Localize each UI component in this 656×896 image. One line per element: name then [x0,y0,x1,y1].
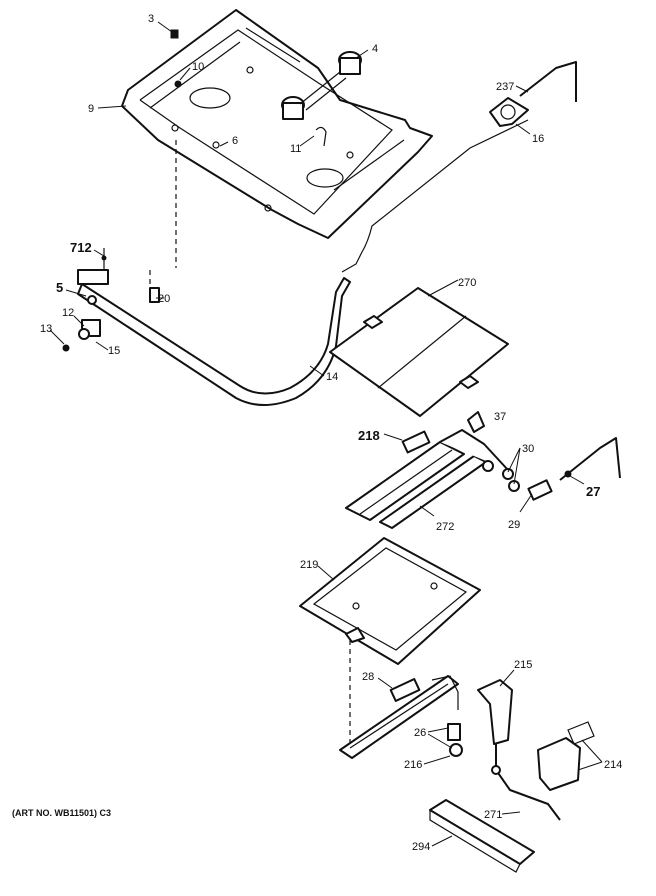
lower-burner-assembly [339,675,561,821]
callout-29: 29 [508,519,520,531]
gas-line-part-237 [489,61,577,127]
callout-20: 20 [158,293,170,305]
callout-28: 28 [362,671,374,683]
callout-27: 27 [586,484,600,499]
switch-part-214 [537,721,595,791]
callout-30: 30 [522,443,534,455]
callout-294: 294 [412,841,430,853]
callout-4: 4 [372,43,378,55]
callout-11: 11 [290,143,301,155]
leader-lines [49,21,603,847]
callout-215: 215 [514,659,532,671]
callout-16: 16 [532,133,544,145]
manifold-tube-part-14 [62,119,529,406]
callout-37: 37 [494,411,506,423]
callout-237: 237 [496,81,514,93]
callout-216: 216 [404,759,422,771]
callout-14: 14 [326,371,338,383]
callout-218: 218 [358,428,380,443]
callout-712: 712 [70,240,92,255]
callout-26: 26 [414,727,426,739]
broil-burner-assembly-part-272 [345,411,621,529]
callout-3: 3 [148,13,154,25]
callout-6: 6 [232,135,238,147]
art-number: (ART NO. WB11501) C3 [12,808,111,818]
callout-270: 270 [458,277,476,289]
callout-219: 219 [300,559,318,571]
callout-10: 10 [192,61,204,73]
callout-214: 214 [604,759,622,771]
callout-13: 13 [40,323,52,335]
heat-shield-part-270 [329,287,509,417]
callout-9: 9 [88,103,94,115]
callout-12: 12 [62,307,74,319]
callout-5: 5 [56,280,63,295]
tray-part-219 [299,537,481,665]
callout-272: 272 [436,521,454,533]
burner-box-part-9 [121,9,433,239]
bracket-part-294 [429,799,535,873]
callout-271: 271 [484,809,502,821]
callout-15: 15 [108,345,120,357]
